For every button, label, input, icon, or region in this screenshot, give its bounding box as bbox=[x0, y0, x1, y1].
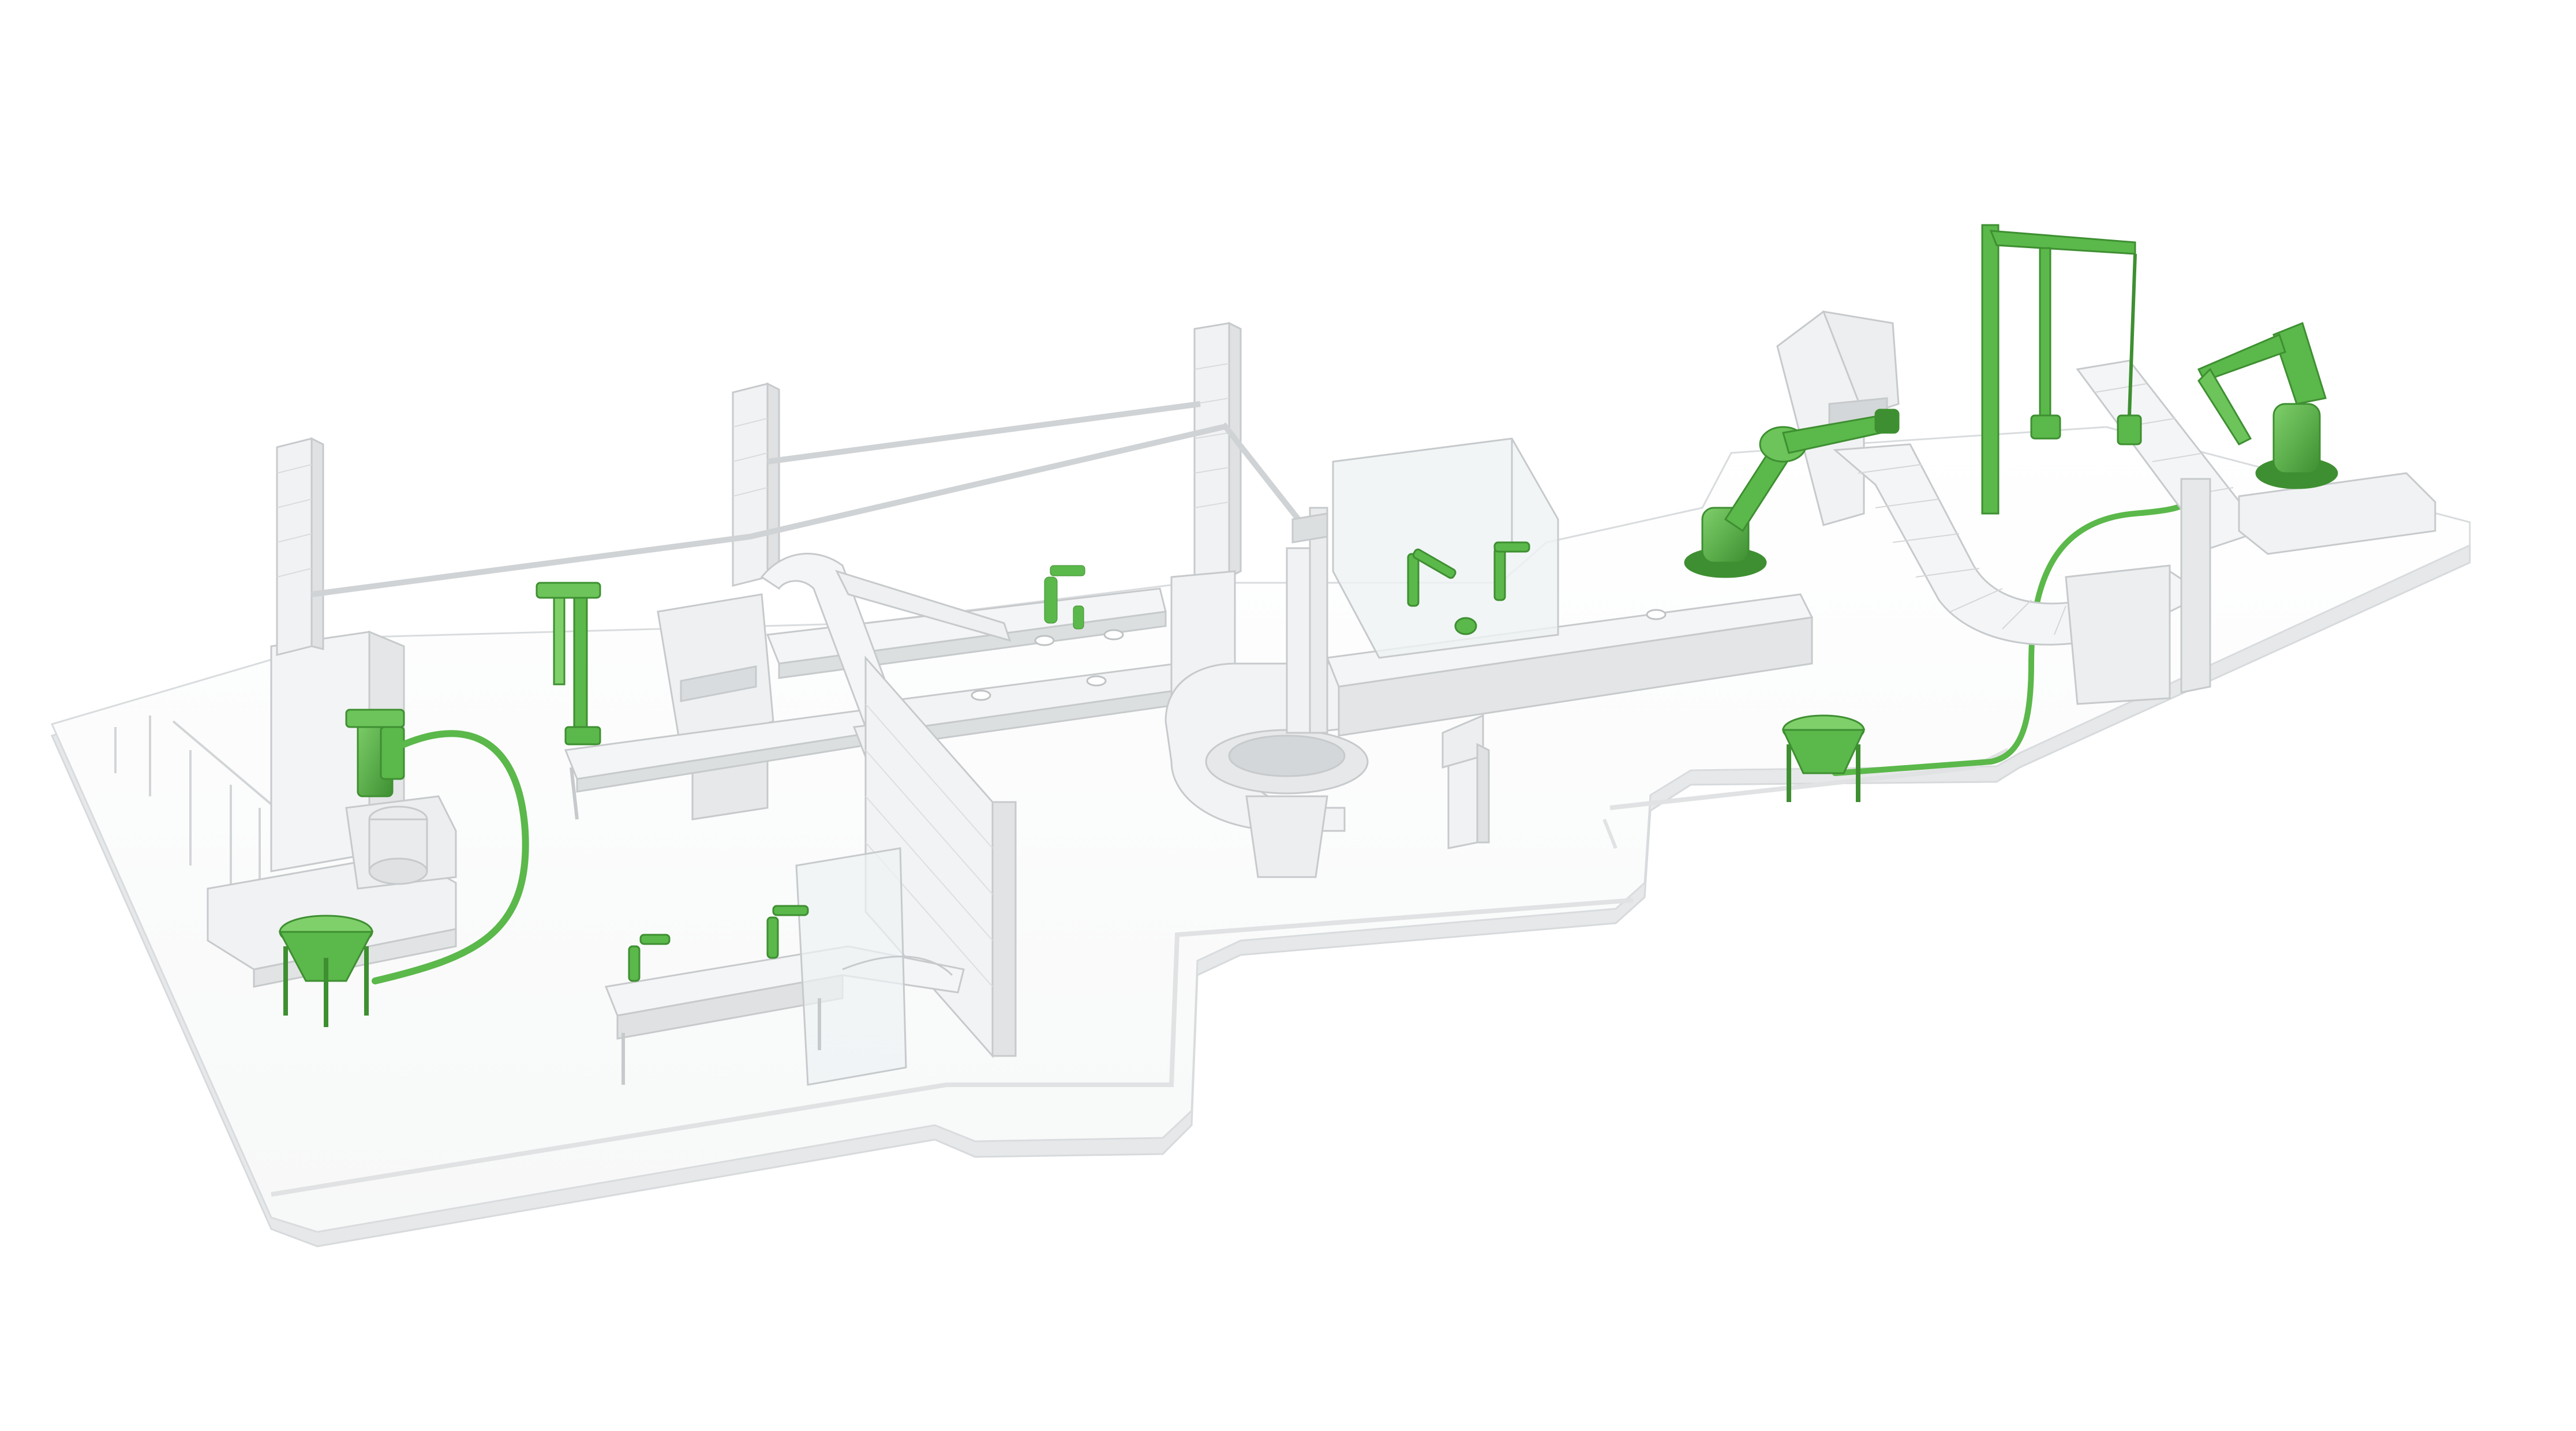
hopper-right bbox=[1781, 714, 1866, 802]
supply-hose-left bbox=[372, 730, 529, 984]
palletizing-robot bbox=[2197, 322, 2338, 489]
cobot-center bbox=[1044, 565, 1085, 630]
gantry-robot-arm bbox=[536, 582, 601, 746]
hopper-left bbox=[278, 915, 374, 1027]
jib-crane bbox=[1981, 224, 2142, 515]
industrial-robot-enclosure bbox=[1776, 310, 1900, 526]
supply-hose-right bbox=[1832, 493, 2196, 776]
rotary-oven-tower bbox=[1165, 507, 1814, 878]
industrial-robot-right bbox=[1684, 409, 1900, 578]
glass-cell-cobots bbox=[1332, 437, 1559, 659]
roller-conveyor-curve bbox=[1833, 359, 2436, 705]
inclined-conveyor bbox=[760, 553, 1017, 1058]
overhead-gantry bbox=[276, 321, 1301, 656]
cobot-station-front bbox=[604, 847, 965, 1086]
control-kiosk bbox=[1441, 714, 1490, 849]
